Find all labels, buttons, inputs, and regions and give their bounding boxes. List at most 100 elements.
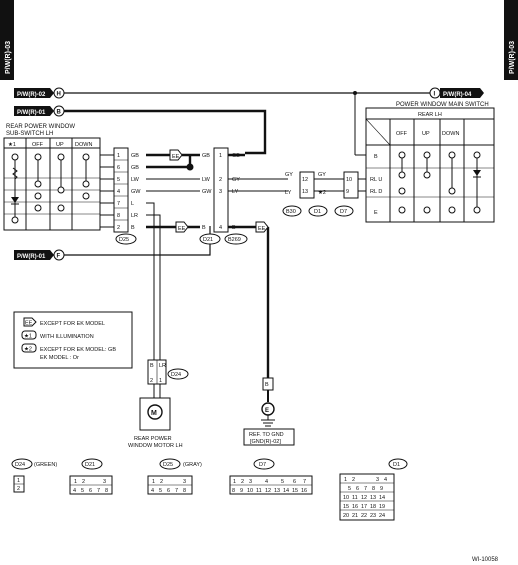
svg-text:LR: LR — [159, 363, 166, 369]
svg-text:14: 14 — [283, 488, 289, 494]
svg-text:11: 11 — [256, 488, 262, 494]
svg-text:8: 8 — [232, 488, 235, 494]
svg-text:LY: LY — [285, 190, 292, 196]
svg-text:1: 1 — [17, 478, 20, 484]
svg-text:EE: EE — [178, 226, 186, 232]
svg-text:P/W(R)-01: P/W(R)-01 — [17, 110, 46, 116]
svg-text:3: 3 — [103, 479, 106, 485]
svg-text:17: 17 — [361, 504, 367, 510]
svg-text:B: B — [202, 225, 206, 231]
svg-text:13: 13 — [274, 488, 280, 494]
svg-text:LW: LW — [131, 177, 140, 183]
svg-text:F: F — [57, 254, 61, 260]
svg-text:GB: GB — [232, 153, 240, 159]
svg-text:1: 1 — [74, 479, 77, 485]
svg-text:4: 4 — [265, 479, 268, 485]
connector-d24: D24 (GREEN) 1 2 — [11, 458, 57, 493]
connector-d7: D7 1 2 3 4 5 6 7 8 9 10 11 12 13 14 15 1… — [229, 458, 313, 495]
svg-text:24: 24 — [379, 513, 385, 519]
svg-text:13: 13 — [370, 495, 376, 501]
svg-text:4: 4 — [73, 488, 76, 494]
svg-text:13: 13 — [302, 189, 308, 195]
connector-d1: D1 1 2 3 4 5 6 7 8 9 10 11 12 13 14 15 1… — [339, 458, 408, 521]
svg-text:4: 4 — [384, 477, 387, 483]
right-tab-label: P/W(R)-03 — [509, 41, 516, 74]
svg-text:1: 1 — [219, 153, 222, 159]
svg-text:6: 6 — [167, 488, 170, 494]
svg-text:5: 5 — [159, 488, 162, 494]
svg-text:★2: ★2 — [24, 346, 32, 353]
svg-text:3: 3 — [183, 479, 186, 485]
svg-text:WITH ILLUMINATION: WITH ILLUMINATION — [40, 334, 94, 340]
svg-text:(GREEN): (GREEN) — [34, 462, 57, 468]
svg-text:UP: UP — [56, 142, 64, 148]
svg-text:P/W(R)-04: P/W(R)-04 — [443, 92, 472, 98]
power-window-main-switch: POWER WINDOW MAIN SWITCH REAR LH OFF UP … — [365, 102, 495, 223]
svg-text:RL D: RL D — [370, 189, 382, 195]
svg-text:B: B — [265, 382, 269, 388]
svg-text:GB: GB — [202, 153, 210, 159]
svg-text:D25: D25 — [119, 237, 129, 243]
legend: EE EXCEPT FOR EK MODEL ★1 WITH ILLUMINAT… — [13, 311, 133, 369]
connector-d21: D21 1 2 3 4 5 6 7 8 — [69, 458, 113, 495]
svg-text:1: 1 — [159, 378, 162, 384]
svg-text:16: 16 — [352, 504, 358, 510]
svg-text:REF. TO GND: REF. TO GND — [249, 432, 284, 438]
svg-text:1: 1 — [152, 479, 155, 485]
svg-text:1: 1 — [117, 153, 120, 159]
svg-text:3: 3 — [249, 479, 252, 485]
svg-text:EE: EE — [258, 226, 266, 232]
svg-text:GY: GY — [285, 172, 293, 178]
motor-letter: M — [151, 410, 157, 417]
svg-text:GB: GB — [131, 153, 139, 159]
svg-text:POWER WINDOW MAIN SWITCH: POWER WINDOW MAIN SWITCH — [396, 102, 489, 108]
svg-text:7: 7 — [175, 488, 178, 494]
svg-text:E: E — [265, 408, 269, 414]
document-code: WI-10058 — [472, 557, 499, 563]
svg-text:2: 2 — [352, 477, 355, 483]
svg-text:B: B — [150, 363, 154, 369]
svg-text:2: 2 — [82, 479, 85, 485]
svg-text:E: E — [374, 210, 378, 216]
svg-text:P/W(R)-02: P/W(R)-02 — [17, 92, 46, 98]
svg-text:8: 8 — [372, 486, 375, 492]
svg-text:2: 2 — [17, 486, 20, 492]
svg-text:5: 5 — [117, 177, 120, 183]
svg-text:GY: GY — [232, 177, 240, 183]
svg-text:D1: D1 — [314, 209, 321, 215]
svg-text:OFF: OFF — [32, 142, 44, 148]
svg-text:GW: GW — [202, 189, 212, 195]
svg-text:SUB-SWITCH LH: SUB-SWITCH LH — [6, 131, 53, 137]
ref-arrow-b: P/W(R)-01 B — [14, 105, 267, 155]
svg-text:D24: D24 — [171, 372, 181, 378]
svg-text:22: 22 — [361, 513, 367, 519]
left-tab — [0, 0, 14, 80]
svg-text:DOWN: DOWN — [442, 131, 459, 137]
sub-switch-connector: 1 6 5 4 7 8 2 D25 GB GB LW GW L LR B — [100, 147, 141, 245]
svg-text:10: 10 — [343, 495, 349, 501]
svg-text:[GND(R)-02]: [GND(R)-02] — [250, 439, 281, 445]
svg-text:WINDOW MOTOR LH: WINDOW MOTOR LH — [128, 443, 183, 449]
svg-text:16: 16 — [301, 488, 307, 494]
svg-text:10: 10 — [346, 177, 352, 183]
svg-text:D7: D7 — [259, 462, 266, 468]
left-tab-label: P/W(R)-03 — [5, 41, 12, 74]
svg-text:4: 4 — [219, 225, 222, 231]
svg-text:2: 2 — [117, 225, 120, 231]
svg-text:5: 5 — [81, 488, 84, 494]
svg-text:H: H — [57, 92, 61, 98]
svg-text:D25: D25 — [163, 462, 173, 468]
right-tab — [504, 0, 518, 80]
svg-text:REAR LH: REAR LH — [418, 112, 442, 118]
svg-text:★2: ★2 — [318, 189, 326, 196]
svg-text:15: 15 — [292, 488, 298, 494]
svg-text:18: 18 — [370, 504, 376, 510]
svg-text:GW: GW — [131, 189, 141, 195]
svg-text:B: B — [131, 225, 135, 231]
svg-text:9: 9 — [240, 488, 243, 494]
svg-text:2: 2 — [241, 479, 244, 485]
svg-text:GB: GB — [131, 165, 139, 171]
svg-text:D1: D1 — [393, 462, 400, 468]
svg-text:2: 2 — [150, 378, 153, 384]
svg-text:6: 6 — [356, 486, 359, 492]
